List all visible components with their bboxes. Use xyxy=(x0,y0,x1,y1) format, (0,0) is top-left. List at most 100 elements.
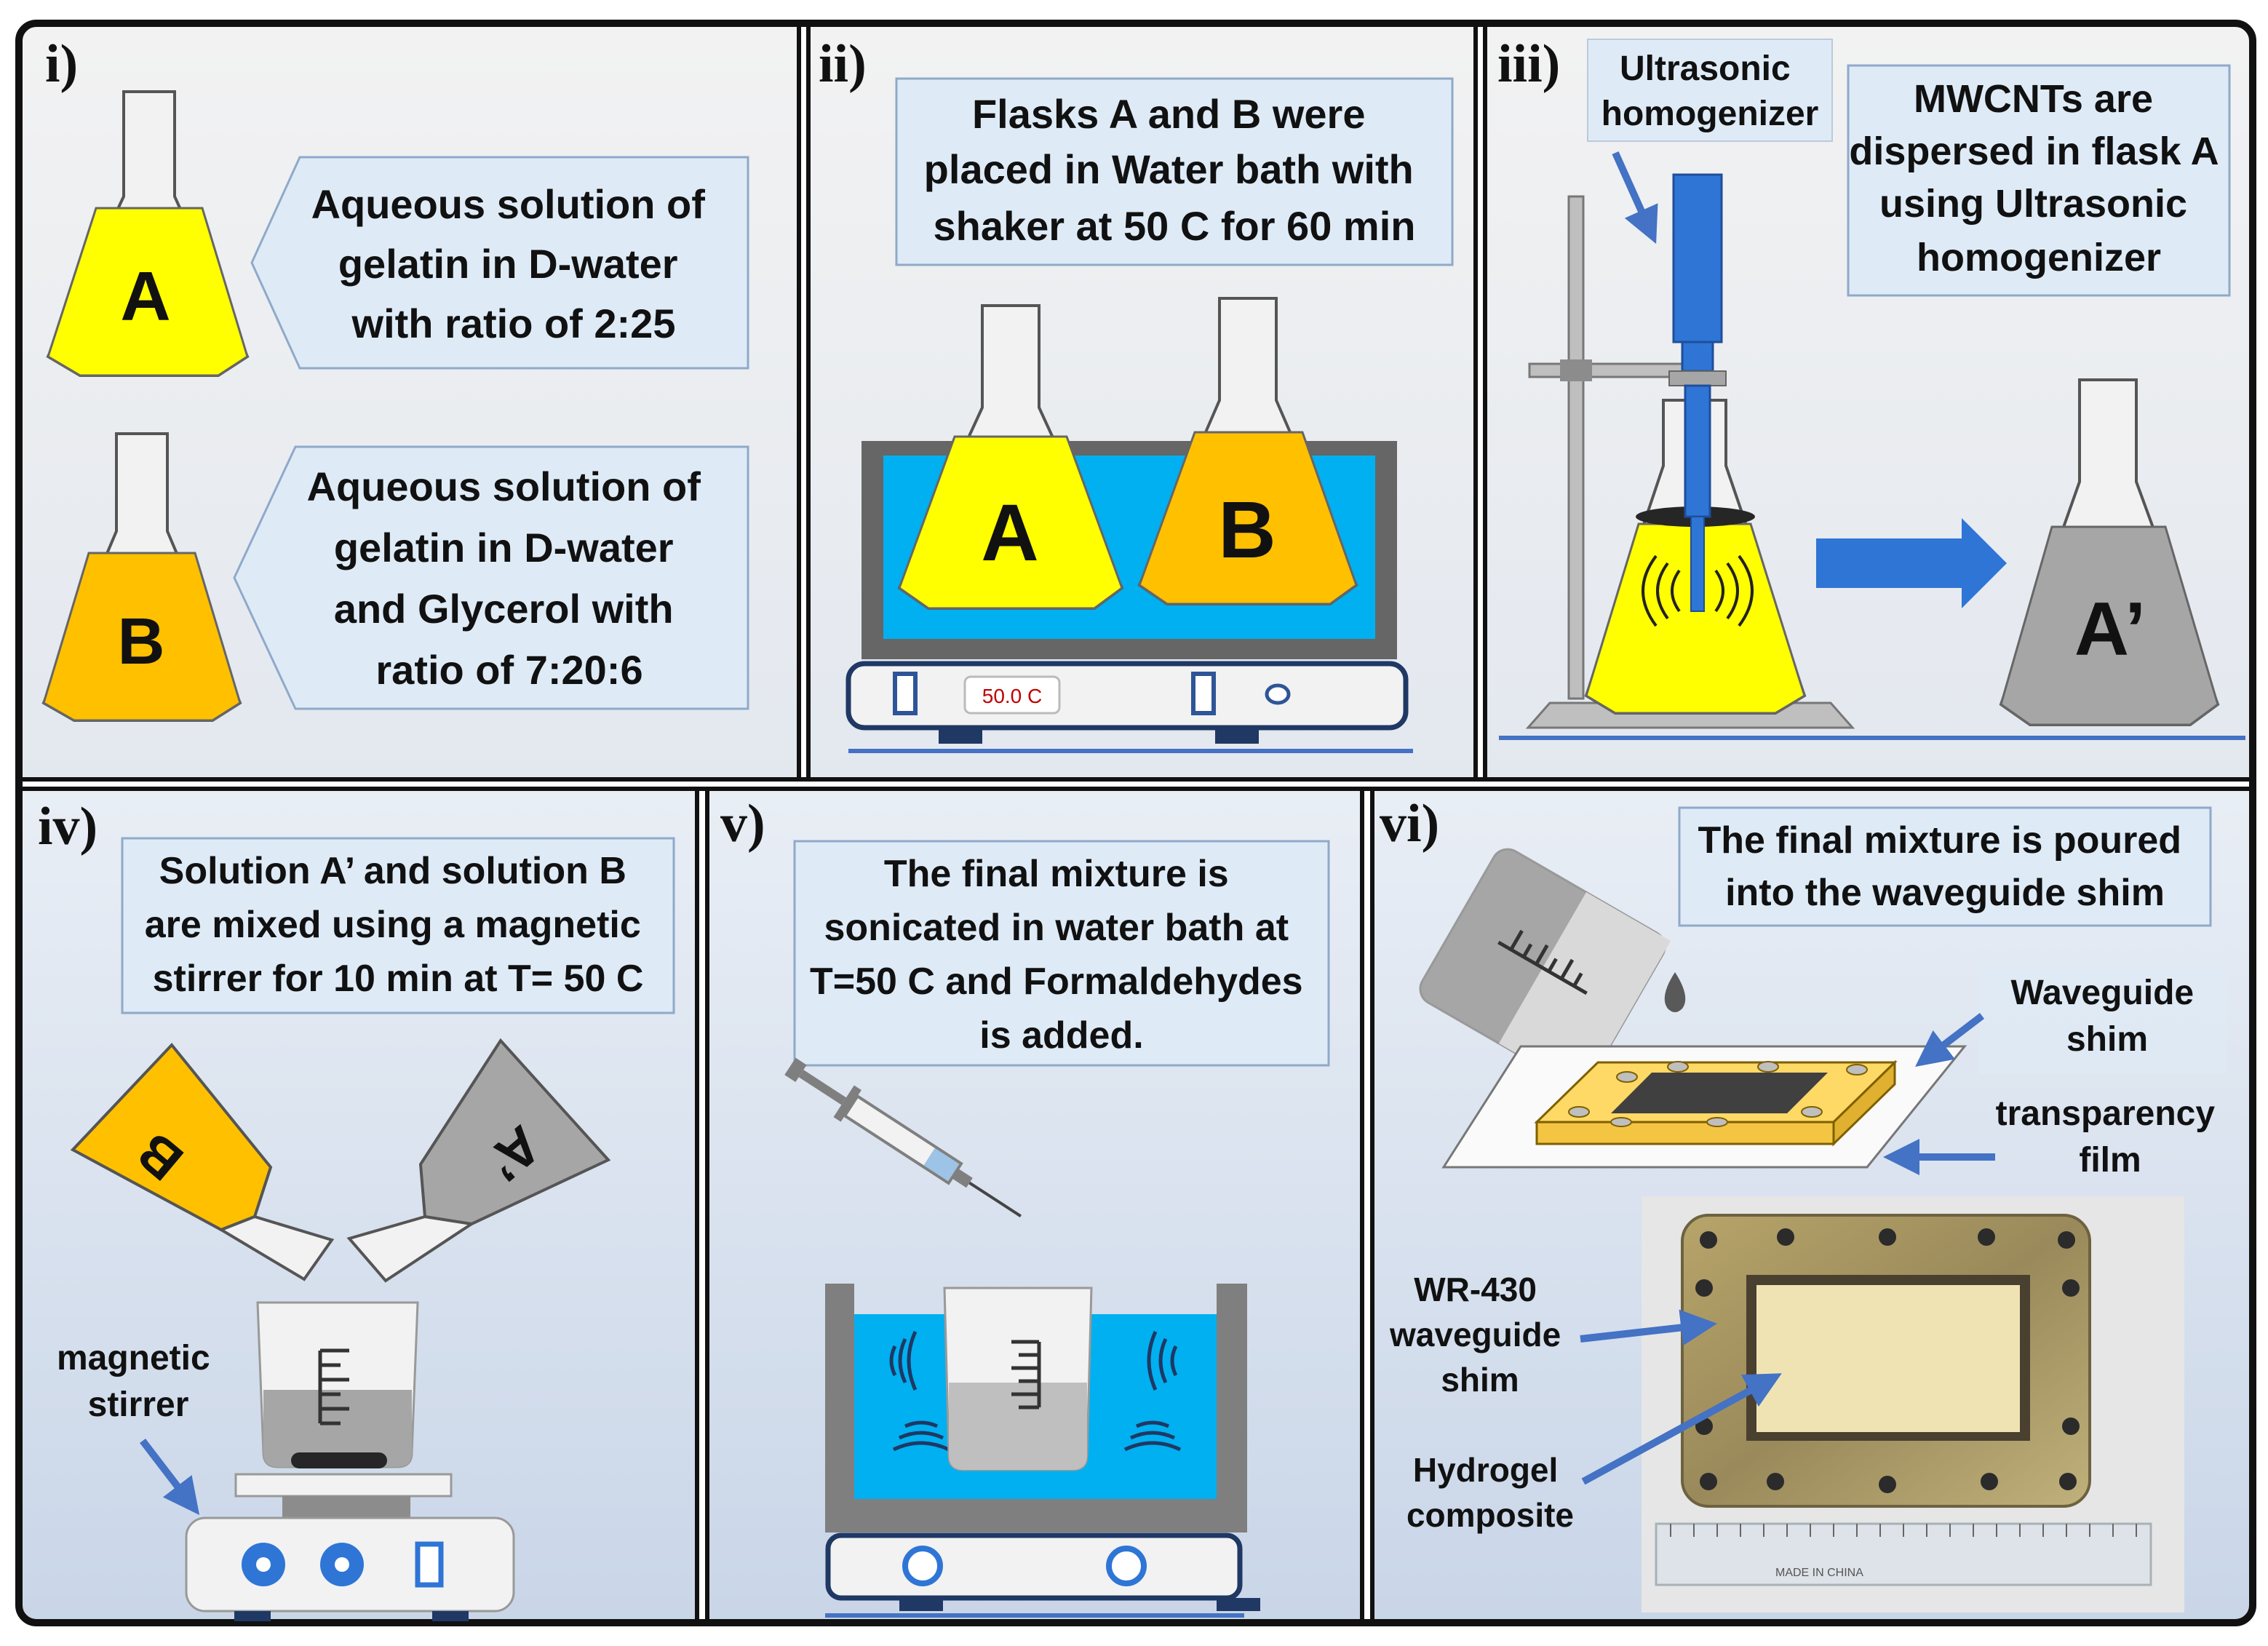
panel-vi-caption-line-1: The final mixture is poured xyxy=(1698,819,2181,862)
process-arrow xyxy=(1816,518,2007,608)
stirrer-switch xyxy=(415,1541,444,1588)
ultrasound-waves-icon xyxy=(1642,554,1754,627)
shaker-knob xyxy=(1265,683,1291,705)
callout-a-box xyxy=(250,156,749,370)
flask-b-letter: B xyxy=(118,605,165,678)
panel-iii-caption-box xyxy=(1847,64,2231,297)
photo-shim-label-line-1: WR-430 xyxy=(1414,1271,1537,1308)
bath-knob-2 xyxy=(1106,1546,1147,1586)
homogenizer-body xyxy=(1672,173,1723,343)
panel-v-caption-line-3: T=50 C and Formaldehydes xyxy=(810,961,1303,1003)
photo-shim-label-line-3: shim xyxy=(1441,1361,1519,1399)
panel-iv: Solution A’ and solution B are mixed usi… xyxy=(57,837,675,1621)
temperature-display-text: 50.0 C xyxy=(982,685,1043,707)
stirrer-pointer-arrow xyxy=(140,1438,200,1515)
panel-v-caption-box xyxy=(793,840,1330,1067)
callout-a-text: Aqueous solution of gelatin in D-water w… xyxy=(311,181,717,346)
shaker-base: 50.0 C xyxy=(845,661,1413,753)
bath-knob-1 xyxy=(902,1546,943,1586)
panel-ii-caption: Flasks A and B were placed in Water bath… xyxy=(924,91,1425,249)
panel-iv-caption: Solution A’ and solution B are mixed usi… xyxy=(145,850,651,1000)
panel-label-ii: ii) xyxy=(819,34,867,94)
shim-label: Waveguide shim xyxy=(2011,974,2204,1059)
panel-iii-caption-line-2: dispersed in flask A xyxy=(1849,130,2218,173)
homogenizer-label: Ultrasonic homogenizer xyxy=(1601,49,1819,133)
photo-gel-label-line-2: composite xyxy=(1406,1496,1574,1534)
pouring-beaker xyxy=(1419,848,1671,1092)
ruler-text: MADE IN CHINA xyxy=(1775,1567,1863,1579)
film-label-line-1: transparency xyxy=(1996,1094,2216,1133)
panel-v-caption-line-1: The final mixture is xyxy=(884,853,1229,895)
stirrer-label-line-2: stirrer xyxy=(88,1385,189,1424)
magnetic-stirrer xyxy=(185,1473,515,1621)
bath-flask-b: B xyxy=(1137,297,1358,605)
shim-label-line-1: Waveguide xyxy=(2011,974,2195,1012)
flask-b: B xyxy=(41,432,242,722)
outer-frame xyxy=(15,20,2256,1626)
panel-iii-caption: MWCNTs are dispersed in flask A using Ul… xyxy=(1849,77,2228,279)
panel-label-iii: iii) xyxy=(1497,34,1560,94)
panel-v: The final mixture is sonicated in water … xyxy=(784,840,1330,1618)
panel-v-caption-line-2: sonicated in water bath at xyxy=(824,907,1289,949)
panel-ii-caption-line-1: Flasks A and B were xyxy=(972,91,1366,137)
callout-a-line-1: Aqueous solution of xyxy=(311,181,706,227)
panel-v-caption-line-4: is added. xyxy=(979,1014,1143,1057)
drop-icon xyxy=(1664,972,1686,1012)
photo-gel-label: Hydrogel composite xyxy=(1406,1451,1574,1534)
callout-b-line-3: and Glycerol with xyxy=(334,586,674,632)
shim-label-line-2: shim xyxy=(2066,1020,2148,1059)
sonication-bath xyxy=(825,1284,1260,1618)
stirrer-label: magnetic stirrer xyxy=(57,1339,220,1424)
homogenizer-label-box xyxy=(1587,39,1833,142)
photo-shim-pointer-arrow xyxy=(1580,1309,1717,1346)
tilted-flask-a-prime: A’ xyxy=(346,1038,611,1283)
panel-label-vi: vi) xyxy=(1380,794,1439,854)
panel-dividers xyxy=(22,26,2250,1620)
callout-a-line-2: gelatin in D-water xyxy=(338,241,678,287)
flask-a-letter: A xyxy=(120,258,170,335)
panel-i: A B Aqueous solution of gelatin in D-wat… xyxy=(41,90,749,722)
callout-b-box xyxy=(233,445,749,710)
callout-b-text: Aqueous solution of gelatin in D-water a… xyxy=(307,464,712,693)
shim-label-box xyxy=(1979,965,2227,1074)
waveguide-shim-drawing xyxy=(1534,1059,1898,1147)
syringe-icon xyxy=(784,1057,1022,1217)
shim-bolt-holes xyxy=(1695,1228,2080,1493)
temperature-display xyxy=(963,675,1061,715)
hydrogel-composite xyxy=(1756,1285,2020,1432)
panel-label-iv: iv) xyxy=(38,797,98,856)
stirrer-beaker xyxy=(256,1301,419,1468)
beaker-graduations xyxy=(318,1348,349,1426)
homogenizer-label-line-1: Ultrasonic xyxy=(1620,49,1791,88)
stir-bar xyxy=(291,1452,387,1468)
panel-vi-caption-line-2: into the waveguide shim xyxy=(1725,872,2165,914)
film-label-line-2: film xyxy=(2079,1141,2141,1180)
panel-label-v: v) xyxy=(720,794,765,854)
panel-iv-caption-box xyxy=(121,837,675,1014)
callout-b-line-2: gelatin in D-water xyxy=(334,525,674,570)
panel-ii-caption-line-3: shaker at 50 C for 60 min xyxy=(934,203,1416,249)
panel-ii-caption-box xyxy=(895,77,1454,266)
panel-ii-caption-line-2: placed in Water bath with xyxy=(924,146,1414,192)
photo-shim-label: WR-430 waveguide shim xyxy=(1389,1271,1570,1399)
panel-iii: Ultrasonic homogenizer MWCNTs are disper… xyxy=(1499,39,2245,740)
ruler-ticks xyxy=(1670,1524,2137,1537)
panel-iii-caption-line-1: MWCNTs are xyxy=(1914,77,2153,121)
panel-label-i: i) xyxy=(45,34,78,94)
homogenizer-label-line-2: homogenizer xyxy=(1601,95,1819,133)
callout-a-line-3: with ratio of 2:25 xyxy=(351,301,676,346)
beaker-with-homogenizer xyxy=(1584,173,1807,715)
panel-iii-caption-line-4: homogenizer xyxy=(1917,236,2161,279)
callout-b-line-4: ratio of 7:20:6 xyxy=(375,647,642,693)
bath-flask-a-letter: A xyxy=(981,488,1038,578)
panel-vi-caption: The final mixture is poured into the wav… xyxy=(1698,819,2192,914)
shim-pointer-arrow xyxy=(1915,1013,1985,1067)
shaker-switch-left xyxy=(893,672,918,715)
tilted-flask-b: B xyxy=(70,1042,335,1281)
photo-gel-pointer-arrow xyxy=(1581,1373,1782,1485)
panel-iv-caption-line-3: stirrer for 10 min at T= 50 C xyxy=(153,958,644,1000)
sound-waves-icon xyxy=(889,1330,1182,1452)
stirrer-label-line-1: magnetic xyxy=(57,1339,210,1377)
bath-flask-a: A xyxy=(897,304,1124,610)
